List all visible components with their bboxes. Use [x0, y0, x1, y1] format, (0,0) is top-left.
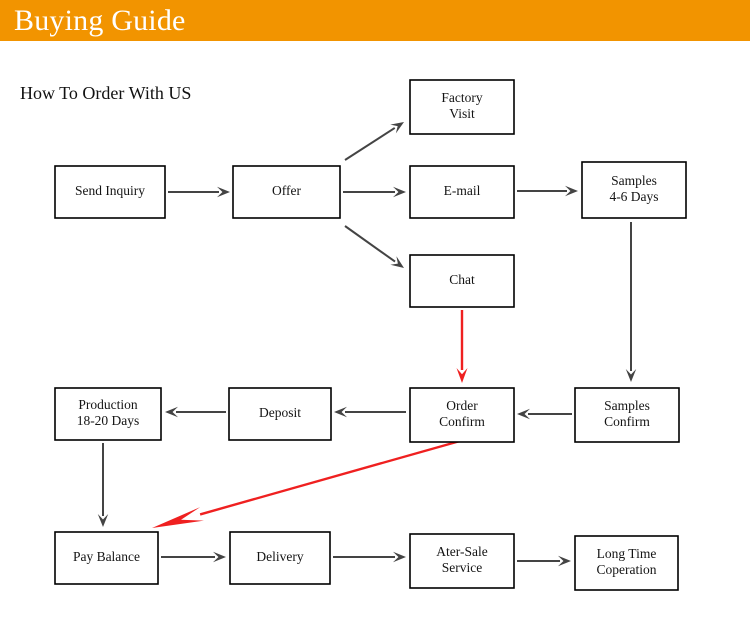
edge-arrowhead [390, 256, 404, 268]
node-label: Production [78, 397, 137, 412]
flowchart-edge-after-sale-to-long-time [517, 555, 571, 567]
flowchart-edge-chat-to-order-confirm [456, 310, 468, 383]
node-label: Confirm [604, 414, 650, 429]
header-banner: Buying Guide [0, 0, 750, 41]
node-box [229, 531, 331, 585]
flowchart-edge-email-to-samples [517, 185, 578, 197]
flowchart-edge-delivery-to-after-sale [333, 551, 406, 563]
node-label: Delivery [256, 549, 303, 564]
flowchart-node-send-inquiry: Send Inquiry [54, 165, 166, 219]
page-title: Buying Guide [14, 4, 186, 37]
node-label: E-mail [444, 183, 481, 198]
node-label: Pay Balance [73, 549, 140, 564]
edge-arrowhead [152, 507, 204, 528]
node-label: 4-6 Days [609, 189, 658, 204]
node-box [409, 254, 515, 308]
node-label: Ater-Sale [436, 544, 487, 559]
node-label: Visit [449, 106, 475, 121]
section-subtitle: How To Order With US [20, 83, 192, 103]
node-box [409, 533, 515, 589]
flowchart-edge-samples-confirm-to-order [517, 408, 572, 420]
node-box [232, 165, 341, 219]
node-box [409, 387, 515, 443]
node-box [228, 387, 332, 441]
flowchart-node-email: E-mail [409, 165, 515, 219]
node-label: Send Inquiry [75, 183, 145, 198]
node-box [574, 387, 680, 443]
flowchart-node-pay-balance: Pay Balance [54, 531, 159, 585]
flowchart-edge-samples-to-samples-confirm [625, 222, 637, 382]
edge-arrowhead [393, 551, 406, 563]
node-box [54, 165, 166, 219]
edge-line [199, 439, 461, 516]
edge-arrowhead [97, 514, 109, 527]
edge-arrowhead [213, 551, 226, 563]
flowchart-edge-offer-to-chat [344, 225, 404, 268]
node-label: Offer [272, 183, 301, 198]
edge-arrowhead [393, 186, 406, 198]
edge-arrowhead [217, 186, 230, 198]
node-box [54, 387, 162, 441]
edge-arrowhead [334, 406, 347, 418]
node-label: Samples [611, 173, 657, 188]
flowchart-edge-order-confirm-to-deposit [334, 406, 406, 418]
node-box [581, 161, 687, 219]
node-label: Coperation [597, 562, 657, 577]
flowchart-node-chat: Chat [409, 254, 515, 308]
edge-arrowhead [565, 185, 578, 197]
edge-line [344, 225, 396, 263]
flowchart-edge-pay-balance-to-delivery [161, 551, 226, 563]
node-box [574, 535, 679, 591]
node-label: Confirm [439, 414, 485, 429]
node-label: Service [442, 560, 482, 575]
edge-arrowhead [558, 555, 571, 567]
flowchart-node-offer: Offer [232, 165, 341, 219]
node-label: Chat [449, 272, 475, 287]
node-box [409, 165, 515, 219]
flowchart-node-delivery: Delivery [229, 531, 331, 585]
node-box [54, 531, 159, 585]
flowchart-edge-production-to-pay-balance [97, 443, 109, 527]
flowchart-edge-offer-to-email [343, 186, 406, 198]
edge-arrowhead [165, 406, 178, 418]
node-label: Long Time [597, 546, 657, 561]
flowchart-node-deposit: Deposit [228, 387, 332, 441]
flowchart-edge-deposit-to-production [165, 406, 226, 418]
node-label: Samples [604, 398, 650, 413]
node-box [409, 79, 515, 135]
flowchart-edge-send-inquiry-to-offer [168, 186, 230, 198]
node-label: Deposit [259, 405, 301, 420]
flowchart-edge-offer-to-factory-visit [344, 122, 404, 161]
flowchart-edge-order-confirm-to-pay-balance [152, 439, 461, 528]
flowchart-edge-layer [97, 122, 637, 567]
node-label: Order [446, 398, 478, 413]
edge-arrowhead [517, 408, 530, 420]
edge-line [344, 127, 396, 161]
edge-arrowhead [625, 369, 637, 382]
edge-arrowhead [456, 368, 468, 383]
edge-arrowhead [390, 122, 404, 134]
node-label: Factory [441, 90, 482, 105]
node-label: 18-20 Days [77, 413, 140, 428]
